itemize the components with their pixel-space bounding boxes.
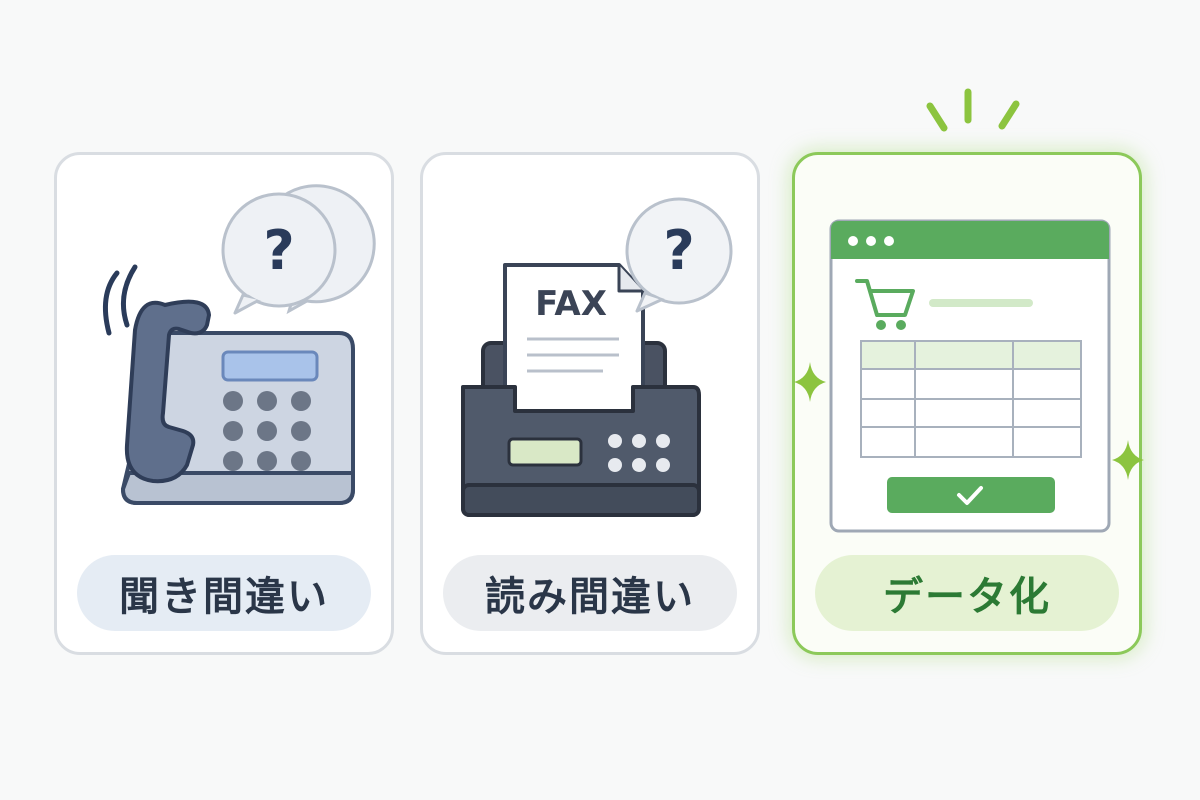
card-misreading: FAX ? 読み間違い (420, 152, 760, 655)
fax-paper-text: FAX (535, 284, 607, 324)
label-mishearing: 聞き間違い (77, 555, 371, 631)
burst-lines-icon (926, 88, 1020, 132)
card-digitization: データ化 (792, 152, 1142, 655)
question-mark: ? (263, 219, 294, 282)
fax-machine-icon: FAX ? (461, 197, 733, 517)
cart-icon (855, 279, 915, 330)
card-mishearing: ? 聞き間違い (54, 152, 394, 655)
telephone-icon: ? (102, 184, 376, 505)
data-table (860, 340, 1082, 458)
label-misreading: 読み間違い (443, 555, 737, 631)
window-dots (848, 236, 894, 246)
question-mark: ? (663, 219, 694, 282)
label-digitization: データ化 (815, 555, 1119, 631)
confirm-check-button[interactable] (887, 477, 1055, 513)
data-form-icon (829, 219, 1111, 533)
sparkle-icon (794, 362, 1144, 480)
check-icon (957, 486, 983, 505)
